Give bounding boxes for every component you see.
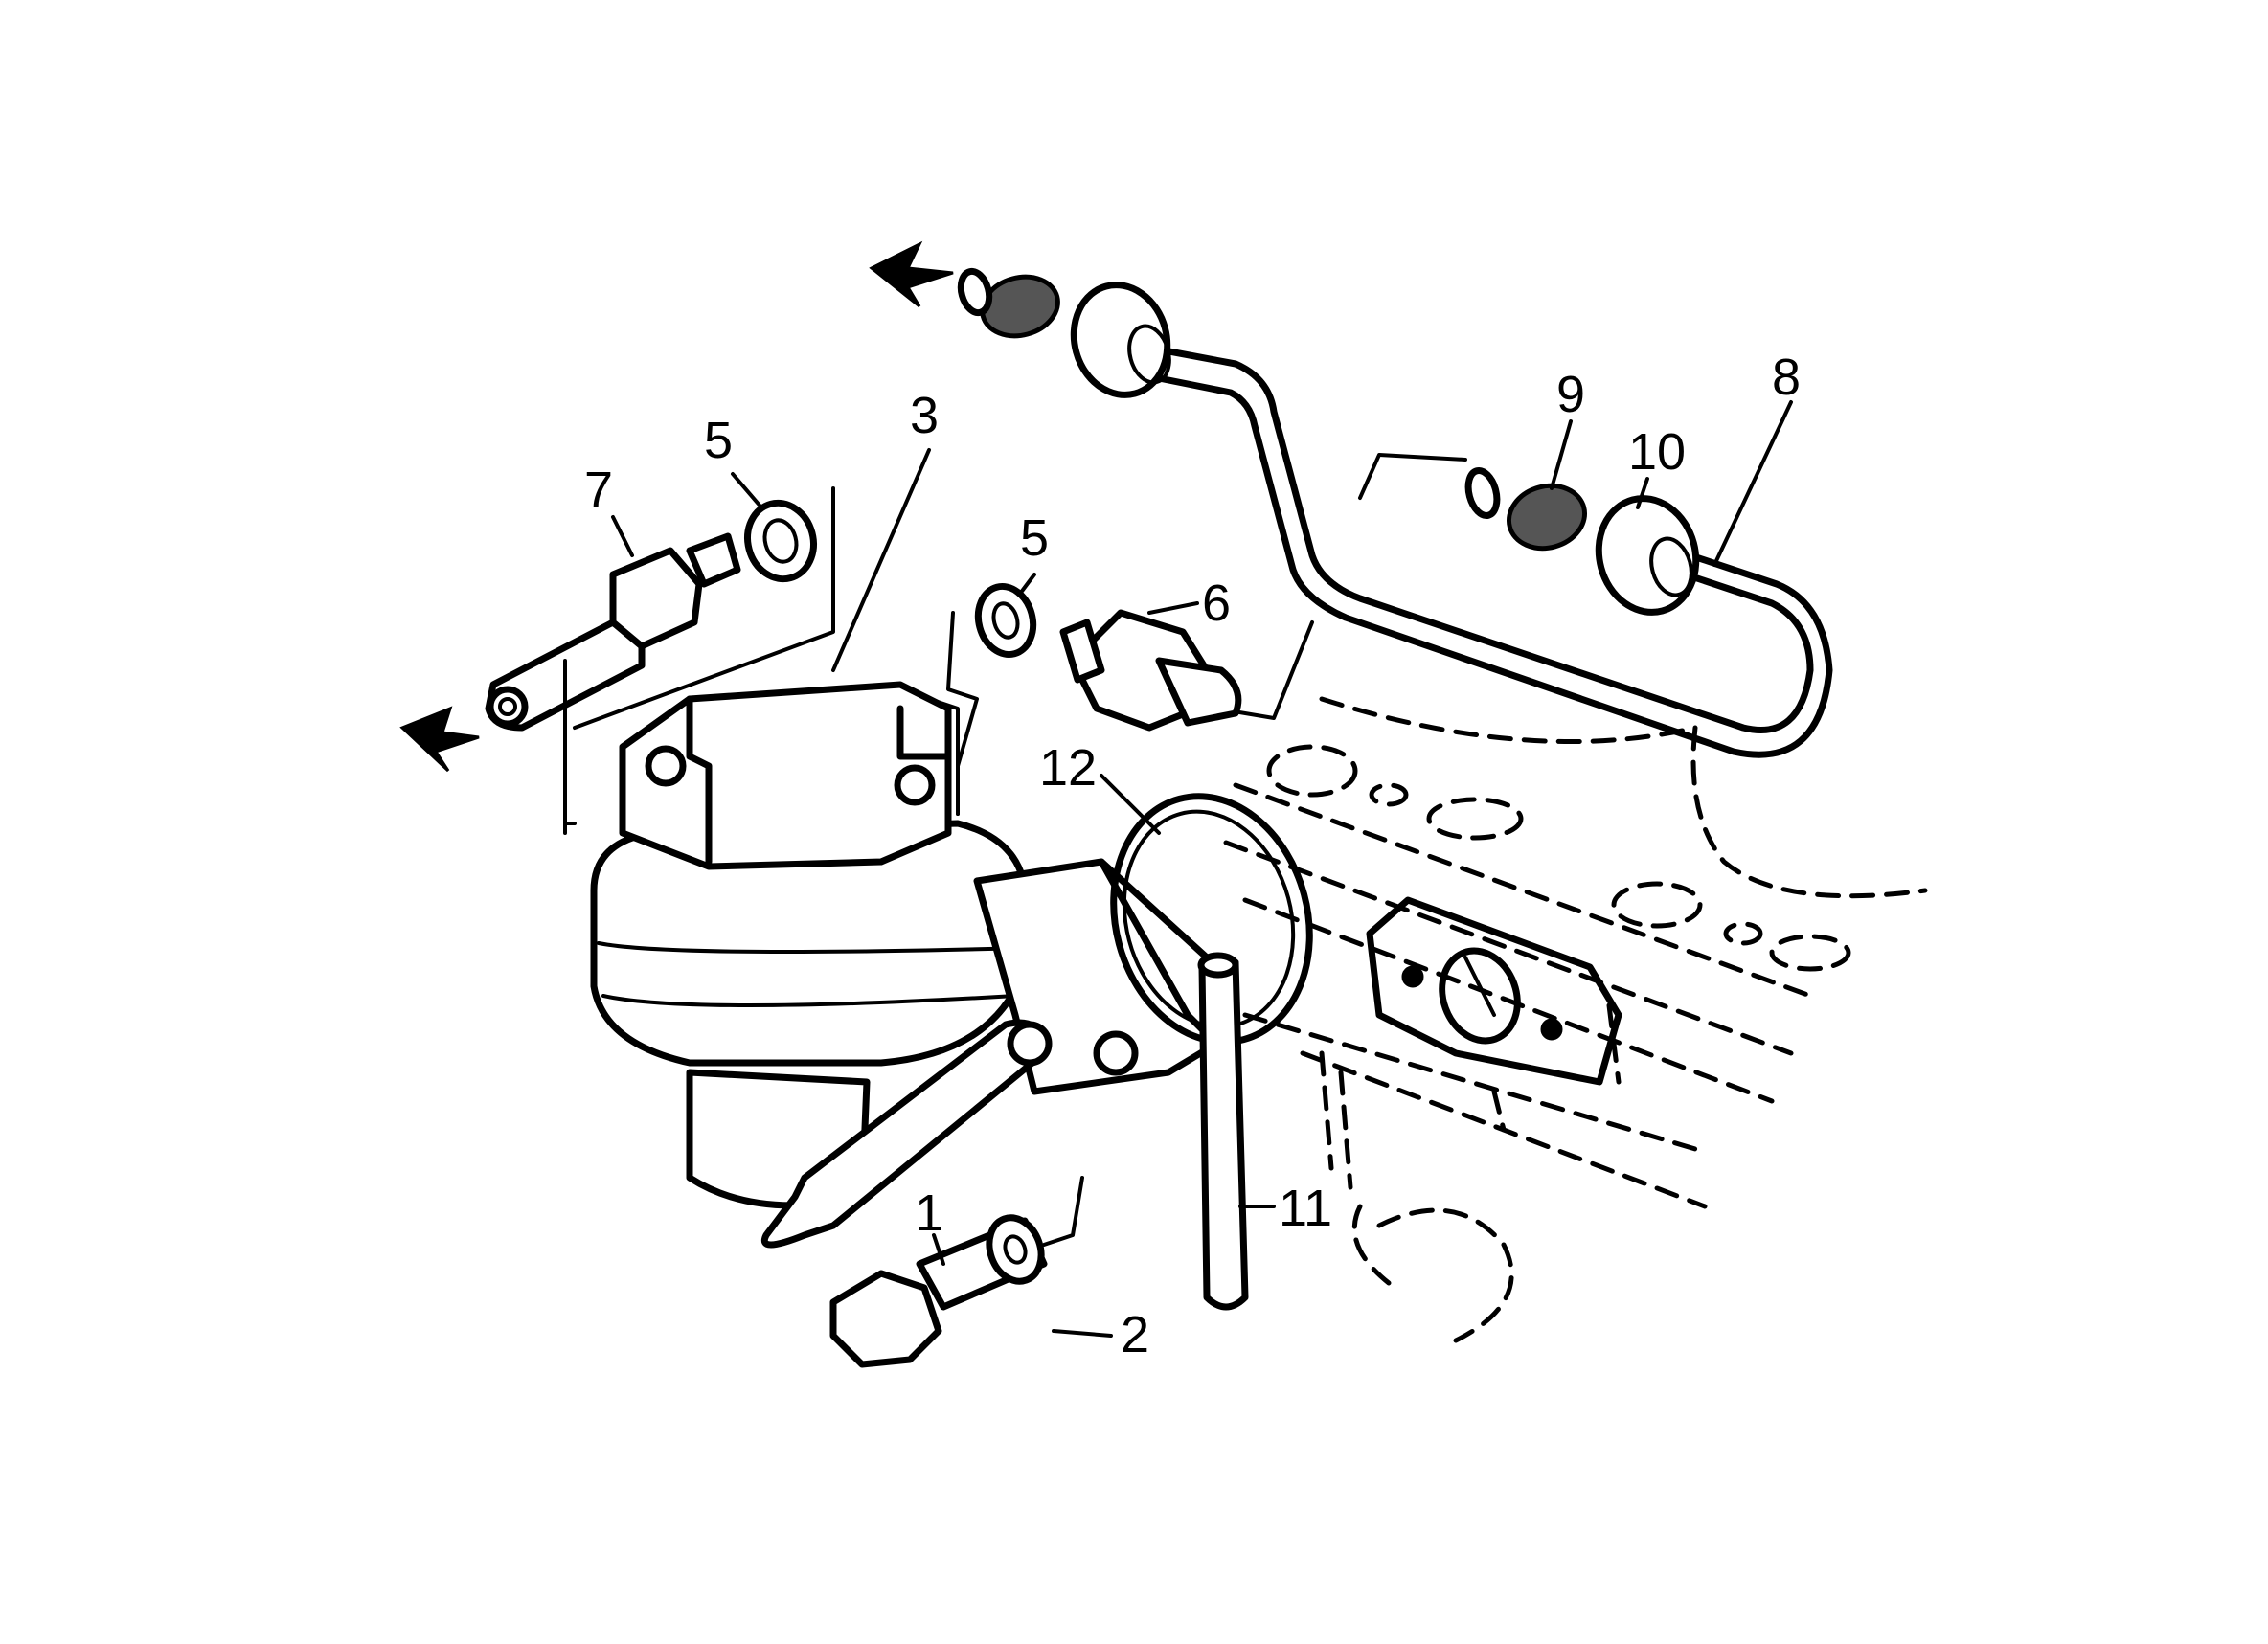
- sealing-washer-5b: [974, 582, 1037, 659]
- callout-labels: 3 7 5 5 6 9 10 8 12 11 1 2: [584, 349, 1801, 1363]
- bracket-line-union: [946, 611, 979, 816]
- pipe-washer: [1464, 467, 1501, 519]
- callout-5-left: 5: [704, 412, 733, 469]
- pipe-nut-10: [1595, 495, 1700, 616]
- sealing-washer-5a: [744, 499, 817, 583]
- fuel-pump-3: [590, 681, 1220, 1249]
- callout-10: 10: [1628, 423, 1686, 481]
- bracket-line-inlet: [573, 486, 835, 730]
- callout-1: 1: [915, 1184, 943, 1242]
- fuel-pipe-8: [1155, 346, 1833, 758]
- callout-9: 9: [1556, 366, 1585, 423]
- callout-6: 6: [1202, 574, 1231, 632]
- union-adaptor-6: [1059, 609, 1242, 732]
- callout-7: 7: [584, 462, 613, 519]
- engine-block-outline: [1223, 696, 1928, 1343]
- mounting-flange-plate: [1366, 896, 1622, 1086]
- callout-5-centre: 5: [1020, 509, 1049, 567]
- bracket-line-pump-right: [927, 697, 960, 816]
- callout-8: 8: [1772, 349, 1801, 406]
- callout-3: 3: [910, 387, 939, 444]
- washer-2: [986, 1214, 1045, 1285]
- olive-9: [1506, 483, 1588, 552]
- callout-12: 12: [1039, 739, 1097, 797]
- upper-olive-sleeve: [980, 274, 1060, 339]
- leader-lines: [611, 400, 1793, 1338]
- arrow-to-carburettor-icon: [869, 240, 954, 308]
- callout-11: 11: [1279, 1180, 1332, 1237]
- callout-2: 2: [1121, 1306, 1149, 1363]
- upper-sealing-washer: [957, 267, 993, 317]
- bracket-line-pipe: [1358, 453, 1467, 500]
- upper-pipe-nut: [1070, 282, 1171, 398]
- push-rod-11: [1197, 952, 1249, 1311]
- inlet-union-7: [485, 532, 741, 732]
- arrow-from-tank-icon: [399, 706, 480, 773]
- bracket-line-bolt: [1042, 1176, 1084, 1247]
